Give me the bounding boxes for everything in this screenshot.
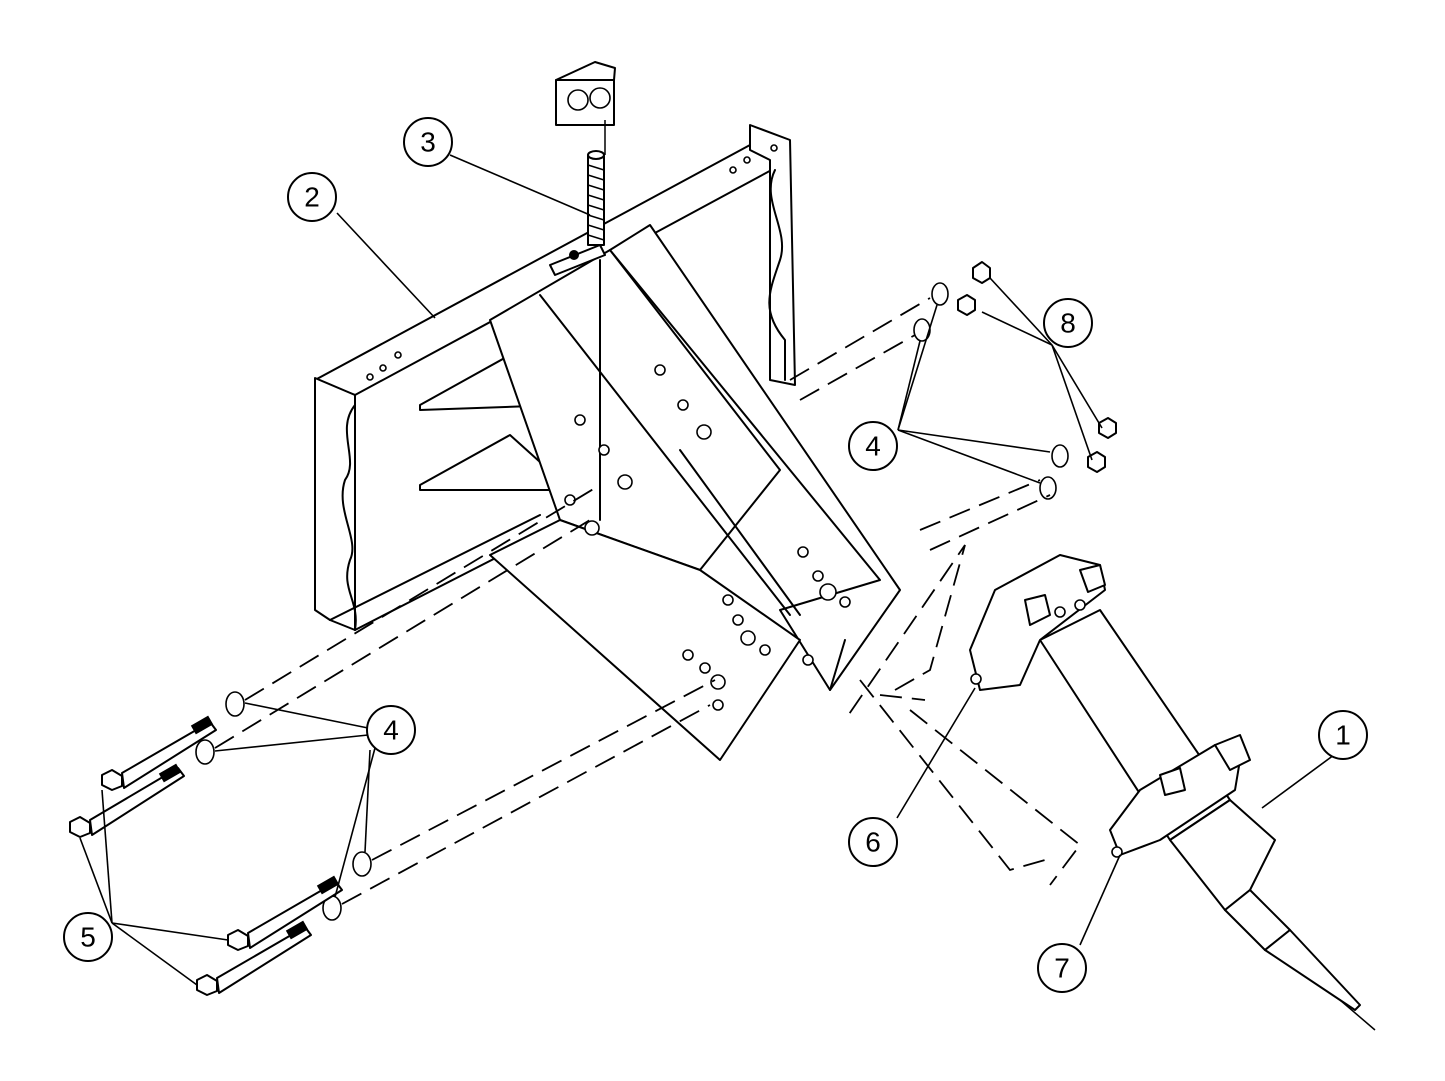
- callout-8: 8: [1043, 298, 1093, 348]
- boom-channel: [489, 224, 901, 761]
- callout-2-label: 2: [304, 182, 320, 213]
- hammer-breaker: [969, 554, 1376, 1031]
- leader-lines: [79, 154, 1339, 986]
- callout-6-label: 6: [865, 827, 881, 858]
- callout-1-label: 1: [1335, 720, 1351, 751]
- callout-1: 1: [1318, 710, 1368, 760]
- callout-8-label: 8: [1060, 308, 1076, 339]
- spring-latch-assembly: [549, 61, 616, 276]
- callout-4-right: 4: [848, 421, 898, 471]
- callout-7-label: 7: [1054, 953, 1070, 984]
- callout-6: 6: [848, 817, 898, 867]
- left-hardware: [69, 691, 372, 996]
- callout-7: 7: [1037, 943, 1087, 993]
- callout-3: 3: [403, 117, 453, 167]
- callout-4-right-label: 4: [865, 431, 881, 462]
- callout-2: 2: [287, 172, 337, 222]
- right-hardware: [913, 261, 1117, 500]
- callout-4-left-label: 4: [383, 715, 399, 746]
- callout-4-left: 4: [366, 705, 416, 755]
- callout-5-label: 5: [80, 922, 96, 953]
- callout-5: 5: [63, 912, 113, 962]
- callout-3-label: 3: [420, 127, 436, 158]
